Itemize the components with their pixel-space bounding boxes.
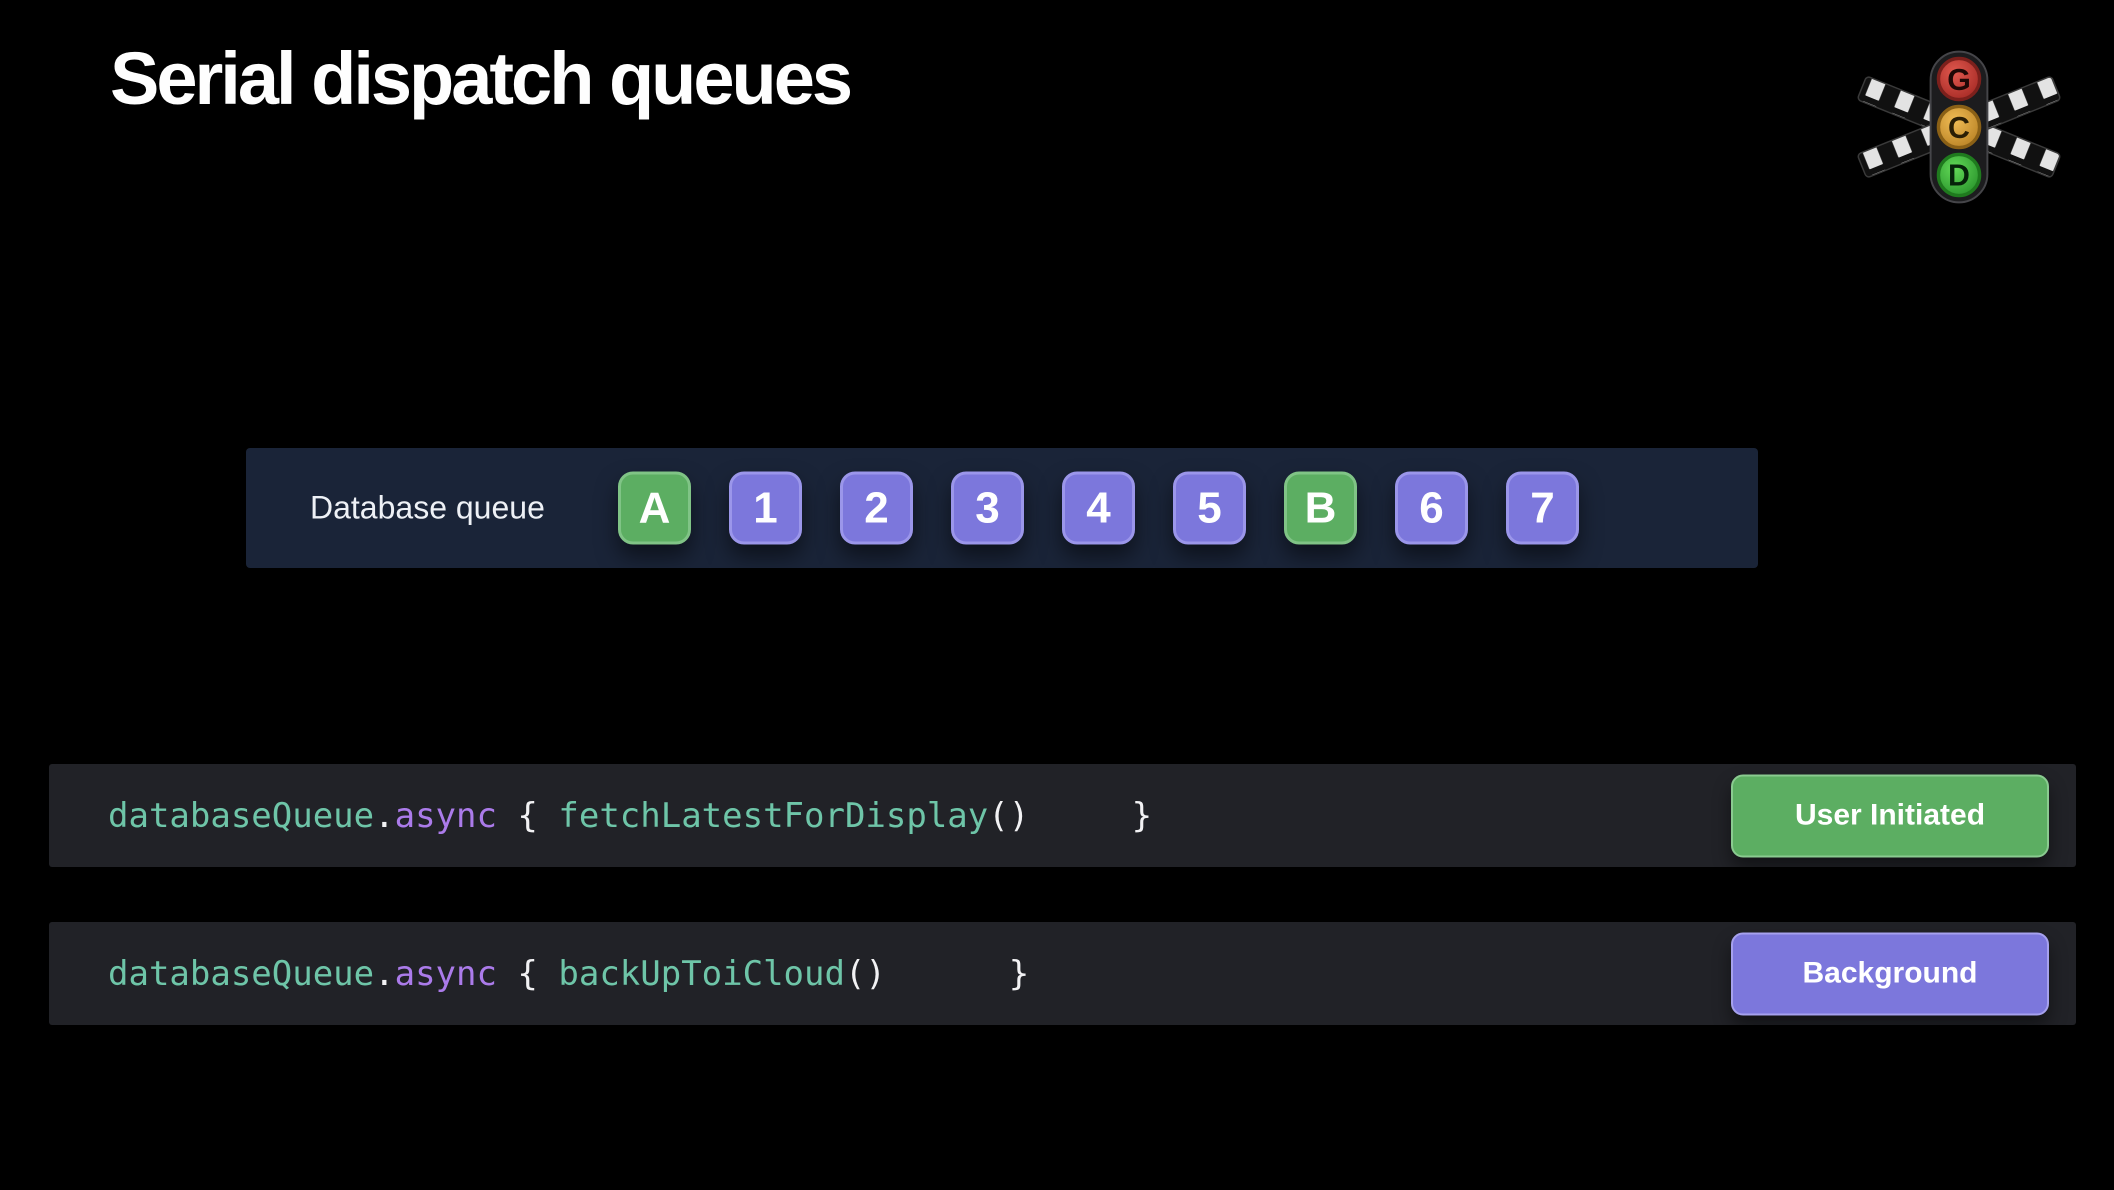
logo-letter-d: D	[1948, 160, 1970, 193]
code-token: async	[394, 953, 497, 994]
page-title: Serial dispatch queues	[110, 37, 853, 120]
code-line: databaseQueue.async { backUpToiCloud() }	[108, 922, 1029, 1025]
database-queue-bar: Database queue A 1 2 3 4 5 B 6 7	[246, 448, 1758, 568]
red-light	[1936, 56, 1982, 102]
code-token: databaseQueue	[108, 795, 375, 836]
queue-label: Database queue	[310, 489, 545, 526]
queue-items: A 1 2 3 4 5 B 6 7	[618, 471, 1579, 545]
code-token	[1029, 796, 1131, 836]
code-token: async	[394, 795, 497, 836]
green-light	[1936, 152, 1982, 198]
queue-item-5: 5	[1173, 471, 1246, 545]
code-token: fetchLatestForDisplay	[558, 795, 989, 836]
queue-item-1: 1	[729, 471, 802, 545]
queue-item-3: 3	[951, 471, 1024, 545]
code-token: ()	[844, 953, 886, 994]
code-row-backup: databaseQueue.async { backUpToiCloud() }…	[49, 922, 2076, 1025]
code-token: }	[1131, 795, 1153, 836]
code-line: databaseQueue.async { fetchLatestForDisp…	[108, 764, 1152, 867]
code-token: {	[496, 953, 559, 994]
code-token	[886, 954, 1009, 994]
queue-item-2: 2	[840, 471, 913, 545]
queue-item-4: 4	[1062, 471, 1135, 545]
amber-light	[1936, 104, 1982, 150]
queue-item-b: B	[1284, 471, 1357, 545]
code-token: .	[374, 953, 395, 994]
qos-badge-background: Background	[1731, 932, 2049, 1015]
logo-letter-c: C	[1948, 112, 1970, 145]
code-token: ()	[988, 795, 1030, 836]
queue-item-7: 7	[1506, 471, 1579, 545]
queue-item-6: 6	[1395, 471, 1468, 545]
qos-badge-user-initiated: User Initiated	[1731, 774, 2049, 857]
code-token: .	[374, 795, 395, 836]
gcd-traffic-light-icon: G C D	[1857, 50, 2061, 204]
code-token: databaseQueue	[108, 953, 375, 994]
logo-letter-g: G	[1947, 64, 1971, 97]
code-token: }	[1008, 953, 1030, 994]
code-token: backUpToiCloud	[558, 953, 845, 994]
code-token: {	[496, 795, 559, 836]
code-row-fetch: databaseQueue.async { fetchLatestForDisp…	[49, 764, 2076, 867]
queue-item-a: A	[618, 471, 691, 545]
